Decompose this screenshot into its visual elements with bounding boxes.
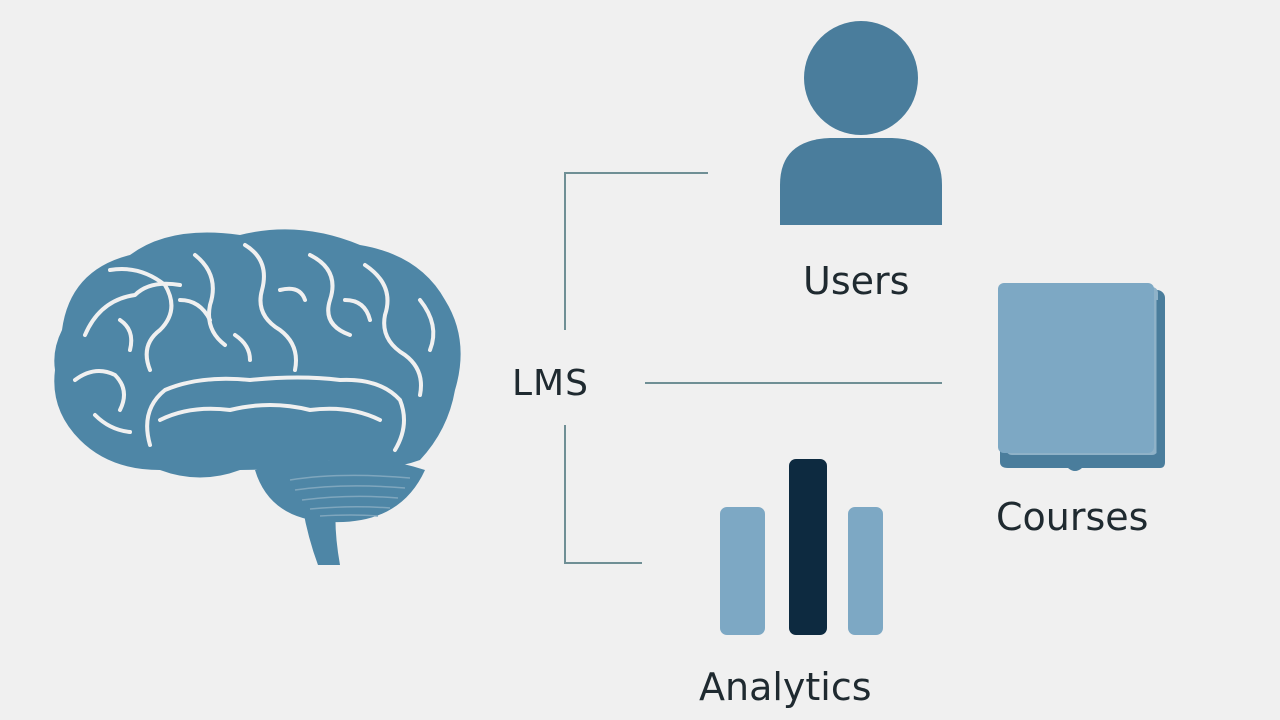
connector-users xyxy=(564,172,708,330)
bar-left xyxy=(720,507,765,635)
user-icon xyxy=(780,21,942,225)
bar-middle xyxy=(789,459,827,635)
brain-icon xyxy=(54,229,461,565)
book-icon xyxy=(998,283,1165,471)
lms-label: LMS xyxy=(512,363,589,404)
analytics-label: Analytics xyxy=(699,665,872,709)
bar-right xyxy=(848,507,883,635)
users-label: Users xyxy=(803,259,910,303)
bar-chart-icon xyxy=(720,459,883,635)
connector-analytics xyxy=(564,425,642,564)
courses-label: Courses xyxy=(996,495,1149,539)
connector-lines xyxy=(564,172,942,564)
